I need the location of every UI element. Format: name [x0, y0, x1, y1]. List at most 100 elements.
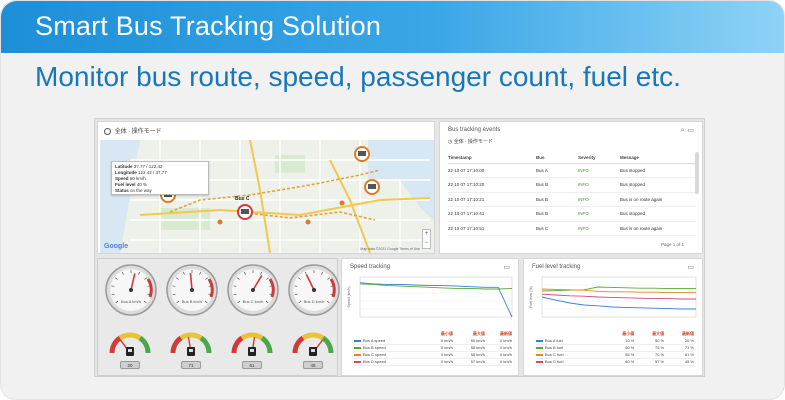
legend-row[interactable]: Bus B speed 0 km/h 58 km/h 0 km/h	[354, 344, 512, 352]
map-roads	[100, 140, 434, 253]
legend-row[interactable]: Bus C speed 0 km/h 55 km/h 0 km/h	[354, 351, 512, 359]
series-line	[359, 283, 513, 290]
bus-map[interactable]: Bus C Latitude 37.77 / 122.42 Longitude …	[100, 140, 434, 253]
table-row[interactable]: 22 10 07 17:10:51 Bus C INFO Bus is on r…	[448, 221, 696, 236]
legend-swatch	[354, 339, 361, 342]
maximize-icon[interactable]: ▭	[687, 127, 697, 134]
plot-area	[359, 276, 513, 318]
events-mode[interactable]: ◷ 全体 ∙ 操作モード	[448, 138, 493, 145]
speed-chart-panel: Speed tracking ▭ Speed (km/h) 最小値 最大値 最新…	[341, 258, 519, 376]
legend-row[interactable]: Bus A fuel 10 % 50 % 20 %	[536, 337, 694, 345]
zoom-controls[interactable]: + −	[422, 229, 431, 249]
series-line	[541, 288, 696, 294]
y-axis-label: Speed (km/h)	[347, 286, 351, 307]
speed-gauge: Bus C km/h	[226, 263, 280, 317]
column-header[interactable]: Timestamp	[448, 152, 536, 164]
fuel-gauge: 61	[228, 323, 276, 373]
speed-gauge: Bus D km/h	[287, 263, 341, 317]
panel-tools[interactable]: ⌕▭	[680, 126, 697, 135]
zoom-out-button[interactable]: −	[424, 240, 429, 246]
fuel-readout: 45	[303, 361, 323, 369]
legend-swatch	[536, 353, 543, 356]
map-mode-label: 全体 ∙ 操作モード	[114, 129, 162, 135]
clock-icon: ◷	[448, 139, 453, 145]
legend-row[interactable]: Bus D speed 0 km/h 57 km/h 0 km/h	[354, 358, 512, 366]
gauge-needle	[189, 272, 193, 291]
google-logo: Google	[104, 243, 129, 250]
bus-label: Bus C	[235, 196, 250, 202]
speed-gauge: Bus B km/h	[165, 263, 219, 317]
legend-swatch	[536, 346, 543, 349]
table-header-row: Timestamp Bus Severity Message	[448, 152, 696, 164]
pagination[interactable]: Page 1 of 1	[660, 242, 684, 247]
y-axis-label: Fuel level (%)	[529, 286, 533, 307]
legend-header-row: 最小値 最大値 最新値	[440, 330, 512, 336]
legend-swatch	[536, 339, 543, 342]
legend-row[interactable]: Bus D fuel 40 % 57 % 45 %	[536, 358, 694, 366]
fuel-legend: 最小値 最大値 最新値 Bus A fuel 10 % 50 % 20 %Bus…	[536, 330, 694, 366]
zoom-in-button[interactable]: +	[424, 231, 429, 237]
speed-legend: 最小値 最大値 最新値 Bus A speed 0 km/h 60 km/h 0…	[354, 330, 512, 366]
column-header[interactable]: Bus	[536, 152, 578, 164]
fuel-readout: 71	[181, 361, 201, 369]
legend-swatch	[354, 353, 361, 356]
fuel-chart-panel: Fuel level tracking ▭ Fuel level (%) 最小値…	[523, 258, 703, 376]
fuel-gauge: 45	[289, 323, 337, 373]
location-pin-icon	[217, 200, 345, 225]
series-line	[541, 296, 696, 310]
gauge-needle	[130, 273, 136, 291]
search-icon[interactable]: ⌕	[680, 127, 688, 134]
series-line	[359, 282, 513, 318]
legend-row[interactable]: Bus C fuel 55 % 70 % 61 %	[536, 351, 694, 359]
gauge-label: Bus C km/h	[243, 299, 264, 304]
bus-info-popup: Latitude 37.77 / 122.42 Longitude 122.42…	[111, 161, 209, 195]
events-mode-label: 全体 ∙ 操作モード	[453, 139, 493, 145]
column-header[interactable]: Severity	[578, 152, 620, 164]
speed-chart-title: Speed tracking	[350, 264, 391, 270]
series-line	[541, 293, 696, 300]
events-table: Timestamp Bus Severity Message 22 10 07 …	[448, 152, 696, 236]
table-row[interactable]: 22 10 07 17:10:20 Bus B INFO Bus stopped	[448, 177, 696, 193]
events-panel: Bus tracking events ⌕▭ ◷ 全体 ∙ 操作モード Time…	[439, 121, 703, 254]
legend-header-row: 最小値 最大値 最新値	[622, 330, 694, 336]
fuel-chart-title: Fuel level tracking	[532, 264, 581, 270]
map-attribution: Map data ©2021 Google Terms of Use	[360, 247, 420, 251]
bus-marker-icon	[364, 179, 380, 195]
table-row[interactable]: 22 10 07 17:10:41 Bus B INFO Bus stopped	[448, 206, 696, 222]
maximize-icon[interactable]: ▭	[687, 264, 697, 271]
legend-swatch	[536, 360, 543, 363]
table-row[interactable]: 22 10 07 17:10:21 Bus B INFO Bus is on r…	[448, 192, 696, 207]
gauge-label: Bus A km/h	[121, 299, 141, 304]
subtitle: Monitor bus route, speed, passenger coun…	[35, 61, 681, 92]
column-header[interactable]: Message	[620, 152, 696, 164]
fuel-readout: 61	[242, 361, 262, 369]
events-title: Bus tracking events	[448, 127, 501, 133]
gauge-label: Bus D km/h	[304, 299, 325, 304]
gauge-needle	[305, 274, 315, 291]
scrollbar[interactable]	[695, 152, 699, 194]
fuel-gauge: 20	[106, 323, 154, 373]
legend-row[interactable]: Bus B fuel 50 % 75 % 71 %	[536, 344, 694, 352]
banner-title: Smart Bus Tracking Solution	[35, 11, 382, 41]
fuel-readout: 20	[120, 361, 140, 369]
legend-swatch	[354, 346, 361, 349]
speed-gauge: Bus A km/h	[104, 263, 158, 317]
map-toolbar[interactable]: 全体 ∙ 操作モード	[104, 126, 162, 135]
title-banner: Smart Bus Tracking Solution	[1, 1, 784, 53]
speed-chart: Speed (km/h)	[347, 276, 513, 318]
series-line	[541, 286, 696, 292]
map-panel: 全体 ∙ 操作モード	[97, 121, 435, 254]
table-row[interactable]: 22 10 07 17:10:00 Bus A INFO Bus stopped	[448, 163, 696, 178]
legend-row[interactable]: Bus A speed 0 km/h 60 km/h 0 km/h	[354, 337, 512, 345]
dashboard-screenshot: 全体 ∙ 操作モード	[94, 118, 705, 377]
legend-swatch	[354, 360, 361, 363]
bus-marker-icon	[237, 204, 253, 220]
maximize-icon[interactable]: ▭	[503, 264, 513, 271]
clock-icon	[104, 127, 111, 135]
bus-marker-icon	[354, 146, 370, 162]
plot-area	[541, 276, 697, 318]
fuel-gauge: 71	[167, 323, 215, 373]
fuel-chart: Fuel level (%)	[529, 276, 697, 318]
